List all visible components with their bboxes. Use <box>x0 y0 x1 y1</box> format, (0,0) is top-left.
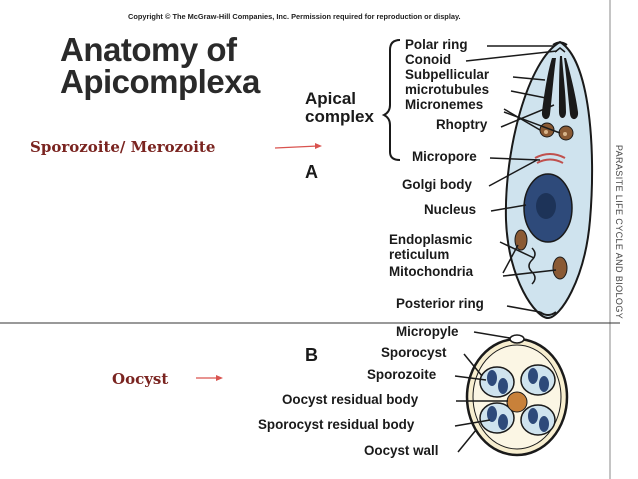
sporocyst-4 <box>520 404 556 436</box>
rhoptry-1 <box>541 58 556 120</box>
apical-complex-line-2: complex <box>305 107 374 126</box>
slide-title: Anatomy of Apicomplexa <box>60 31 260 100</box>
sporozoite-cell <box>504 40 594 320</box>
sporocyst-2 <box>520 364 556 396</box>
oocyst-label: Oocyst <box>112 370 169 388</box>
apical-complex-bracket <box>381 39 401 161</box>
label-polar-ring: Polar ring <box>405 37 468 52</box>
rhoptry-2 <box>559 56 566 118</box>
sporozoite-merozoite-label: Sporozoite/ Merozoite <box>30 138 216 156</box>
label-golgi-body: Golgi body <box>402 177 472 192</box>
sporocyst-1 <box>479 366 515 398</box>
label-subpellicular: Subpellicular <box>405 67 490 82</box>
label-rhoptry: Rhoptry <box>436 117 488 132</box>
label-micropyle: Micropyle <box>396 324 459 339</box>
panel-a-letter: A <box>305 162 318 182</box>
label-mitochondria: Mitochondria <box>389 264 474 279</box>
oocyst-figure <box>465 334 569 457</box>
title-line-2: Apicomplexa <box>60 63 260 100</box>
oocyst-residual-body-shape <box>506 391 528 413</box>
label-micronemes: Micronemes <box>405 97 484 112</box>
polar-ring-shape <box>552 41 568 46</box>
apical-complex-label: Apical complex <box>305 90 374 126</box>
posterior-ring-shape <box>539 311 557 316</box>
rhoptry-3 <box>564 58 579 120</box>
panel-b-letter: B <box>305 345 318 365</box>
label-reticulum: reticulum <box>389 247 450 262</box>
mitochondrion-2 <box>552 256 568 280</box>
label-sporozoite: Sporozoite <box>367 367 437 382</box>
micropyle-shape <box>509 334 525 344</box>
panel-a-leader-lines <box>465 45 561 313</box>
apical-complex-line-1: Apical <box>305 89 357 108</box>
label-conoid: Conoid <box>405 52 452 67</box>
copyright-notice: Copyright © The McGraw-Hill Companies, I… <box>128 12 461 21</box>
label-oocyst-wall: Oocyst wall <box>364 443 439 458</box>
sporozoite-arrow <box>274 143 322 149</box>
er-shape <box>528 247 536 285</box>
label-sporocyst-residual-body: Sporocyst residual body <box>258 417 415 432</box>
label-posterior-ring: Posterior ring <box>396 296 484 311</box>
panel-b-leader-lines <box>454 331 511 453</box>
label-sporocyst: Sporocyst <box>381 345 447 360</box>
label-micropore: Micropore <box>412 149 477 164</box>
label-oocyst-residual-body: Oocyst residual body <box>282 392 419 407</box>
label-microtubules: microtubules <box>405 82 490 97</box>
label-endoplasmic: Endoplasmic <box>389 232 473 247</box>
label-nucleus: Nucleus <box>424 202 477 217</box>
oocyst-arrow <box>196 375 223 381</box>
title-line-1: Anatomy of <box>60 31 237 68</box>
golgi-body-shape <box>534 153 566 159</box>
